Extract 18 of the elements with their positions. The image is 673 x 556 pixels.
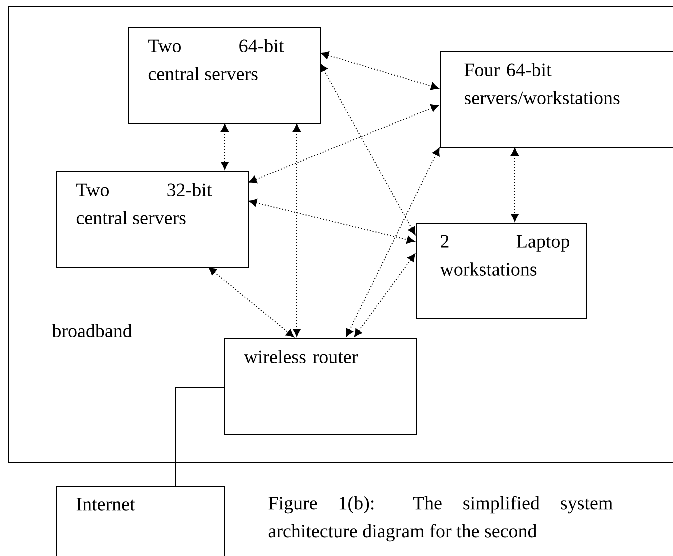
arrow <box>354 254 416 338</box>
system-box: Two 32-bit central servers <box>56 170 250 268</box>
arrow <box>221 124 229 170</box>
caption: Figure 1(b): The simplified system architecture diagram for the second <box>268 496 613 542</box>
system-box: wireless router <box>224 338 418 436</box>
system-box: Four 64-bit servers/workstations <box>440 51 673 148</box>
system-box: 2 Laptop workstations <box>416 223 588 320</box>
arrow <box>320 64 416 236</box>
arrow <box>249 199 415 244</box>
arrow <box>511 148 519 222</box>
arrow <box>248 104 440 184</box>
arrow <box>321 52 439 90</box>
arrow <box>346 148 440 338</box>
system-box: Two 64-bit central servers <box>128 27 322 124</box>
system-box: Internet <box>56 486 226 556</box>
arrow <box>293 124 301 337</box>
arrow <box>208 267 294 338</box>
connector-line <box>176 387 224 486</box>
